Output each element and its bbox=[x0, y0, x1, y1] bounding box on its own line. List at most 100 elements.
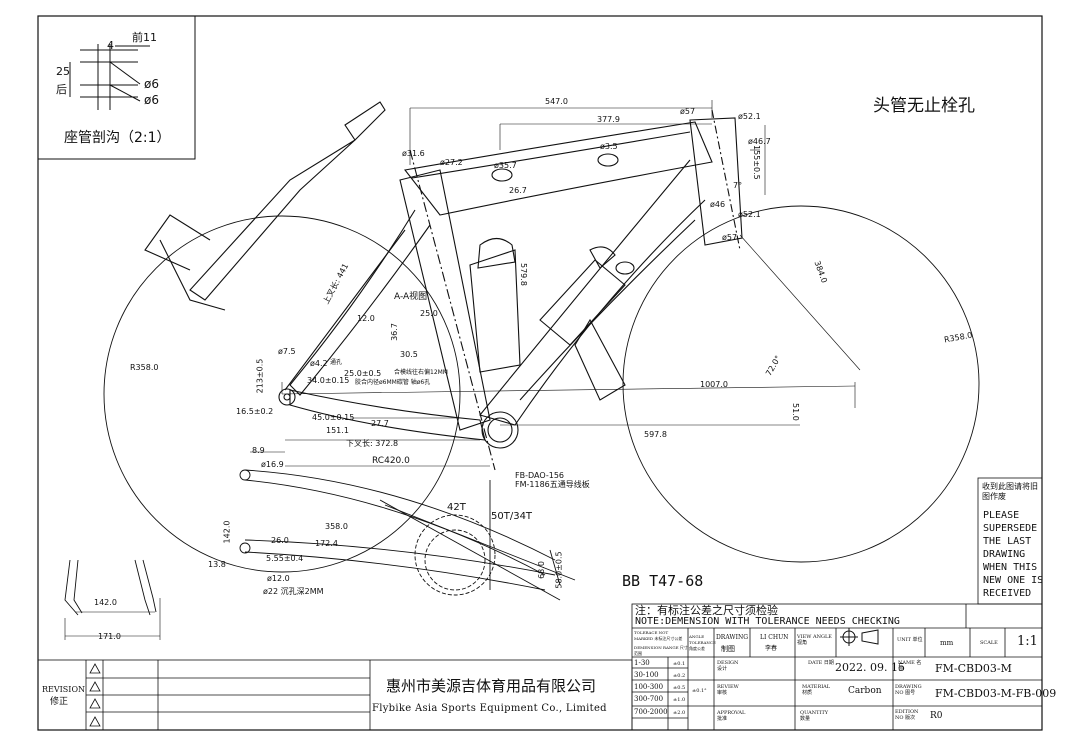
dim-213: 213±0.5 bbox=[255, 358, 265, 394]
range-3: 100-300 bbox=[634, 683, 664, 691]
tol-5: ±2.0 bbox=[673, 710, 686, 716]
tol-2: ±0.2 bbox=[673, 673, 686, 679]
dim-head-d1: ø57 bbox=[680, 107, 696, 116]
dim-165: 16.5±0.2 bbox=[236, 407, 274, 416]
label-fb-dao: FB-DAO-156 bbox=[515, 471, 565, 480]
edition-value: R0 bbox=[930, 711, 943, 721]
dim-1724: 172.4 bbox=[315, 539, 338, 548]
dropout-detail bbox=[64, 559, 157, 616]
note-cn: 注：有标注公差之尺寸须检验 bbox=[635, 604, 778, 617]
view-angle-label: VIEW ANGLE 视角 bbox=[797, 634, 832, 646]
lower-chainstay-view bbox=[239, 469, 576, 601]
angle-tol-value: ±0.1° bbox=[692, 688, 707, 694]
dim-ss-d2-note: 通孔 bbox=[330, 359, 343, 366]
dim-bb-d2: 58.0±0.5 bbox=[554, 551, 564, 589]
title-block-grid bbox=[37, 477, 1043, 731]
dim-bb-drop: 51.0 bbox=[791, 403, 800, 421]
header-note: 头管无止栓孔 bbox=[873, 96, 975, 116]
inset-label-d6a: ø6 bbox=[144, 77, 159, 91]
rear-wheel bbox=[103, 215, 461, 573]
dimension-lines bbox=[64, 100, 861, 640]
dim-151: 151.1 bbox=[326, 426, 349, 435]
projection-symbol bbox=[840, 628, 879, 646]
dim-range-label: DEMENSION RANGE 尺寸范围 bbox=[634, 645, 688, 656]
label-bb-standard: BB T47-68 bbox=[622, 572, 704, 590]
label-42t: 42T bbox=[447, 502, 466, 513]
note-en: NOTE:DEMENSION WITH TOLERANCE NEEDS CHEC… bbox=[635, 616, 900, 627]
dim-head-d2: ø52.1 bbox=[738, 112, 761, 121]
frame-outline bbox=[144, 101, 743, 471]
dim-reach: 377.9 bbox=[597, 115, 620, 124]
aa-view-title: A-A视图 bbox=[394, 292, 428, 302]
name-label: NAME 名称 bbox=[898, 660, 922, 672]
dim-bolt: ø3.5 bbox=[600, 142, 618, 151]
review-label: REVIEW 审核 bbox=[717, 684, 739, 696]
dim-aa-2: 36.7 bbox=[389, 323, 399, 341]
dim-seat-d: ø31.6 bbox=[402, 149, 425, 158]
unit-value: mm bbox=[940, 639, 954, 647]
revision-triangles bbox=[89, 663, 101, 727]
tol-3: ±0.5 bbox=[673, 685, 686, 691]
drawing-label: DRAWING bbox=[716, 634, 748, 641]
supersede-line-4: DRAWING bbox=[983, 549, 1026, 560]
unit-label: UNIT 单位 bbox=[897, 637, 923, 643]
material-label: MATERIAL 材质 bbox=[802, 684, 831, 696]
approval-label: APPROVAL 批准 bbox=[717, 710, 746, 722]
dim-26: 26.0 bbox=[271, 536, 289, 545]
dim-aa-5: 25.0±0.5 bbox=[344, 369, 382, 378]
inset-label-4: 4 bbox=[107, 39, 114, 52]
note-glue-tube: 胶合内径ø6MM碳管 轴ø6孔 bbox=[355, 379, 431, 386]
dim-169: ø16.9 bbox=[261, 460, 284, 469]
supersede-line-1: PLEASE bbox=[983, 510, 1020, 521]
date-value: 2022. 09. 15 bbox=[835, 661, 905, 674]
range-2: 30-100 bbox=[634, 671, 659, 679]
range-4: 300-700 bbox=[634, 695, 664, 703]
dim-138: 13.8 bbox=[208, 560, 226, 569]
inset-label-front: 前11 bbox=[132, 31, 157, 44]
scale-value: 1:1 bbox=[1017, 634, 1038, 649]
angle-tol-label: ANGLE TOLERANCE 角度公差 bbox=[689, 634, 716, 651]
dim-34: 34.0±0.15 bbox=[307, 376, 350, 385]
dim-st-len: 579.8 bbox=[519, 263, 528, 286]
dim-277: 27.7 bbox=[371, 419, 389, 428]
dim-seat-stay-d: ø7.5 bbox=[278, 347, 296, 356]
dim-22: ø22 沉孔深2MM bbox=[263, 587, 324, 596]
dim-bottom-1: 142.0 bbox=[94, 598, 117, 607]
tol-4: ±1.0 bbox=[673, 697, 686, 703]
inset-label-d6b: ø6 bbox=[144, 93, 159, 107]
dim-tt-d2: 26.7 bbox=[509, 186, 527, 195]
dim-head-len: 155±0.5 bbox=[752, 145, 761, 180]
dim-head-d4: ø46 bbox=[710, 200, 726, 209]
revision-label: REVISION bbox=[42, 685, 85, 694]
quantity-label: QUANTITY 数量 bbox=[800, 710, 829, 722]
scale-label: SCALE bbox=[980, 640, 998, 646]
dim-aa-3: 25.0 bbox=[420, 309, 438, 318]
range-1: 1-30 bbox=[634, 659, 650, 667]
supersede-line-7: RECEIVED bbox=[983, 588, 1032, 599]
dim-bb-d1: 68.0 bbox=[536, 561, 546, 579]
inset-label-25: 25 bbox=[56, 65, 70, 78]
supersede-line-3: THE LAST bbox=[983, 536, 1032, 547]
edition-label: EDITION NO 版次 bbox=[895, 709, 919, 721]
dim-358: 358.0 bbox=[325, 522, 348, 531]
drawing-no-value: FM-CBD03-M-FB-009 bbox=[935, 687, 1057, 700]
label-fb-guide: FM-1186五通导线板 bbox=[515, 480, 590, 489]
dim-wheelbase: 1007.0 bbox=[700, 380, 728, 389]
supersede-cn: 收到此图请将旧图作废 bbox=[982, 482, 1038, 501]
dim-rc: RC420.0 bbox=[372, 456, 410, 466]
dim-head-ang: 7° bbox=[733, 181, 743, 190]
dim-wheel-r1: R358.0 bbox=[130, 363, 159, 372]
dim-555: 5.55±0.4 bbox=[266, 554, 304, 563]
dim-1425: 142.0 bbox=[222, 520, 232, 544]
dim-head-d6: ø57 bbox=[722, 233, 738, 242]
dim-bottom-2: 171.0 bbox=[98, 632, 121, 641]
tol-1: ±0.1 bbox=[673, 661, 686, 667]
inset-label-rear: 后 bbox=[56, 83, 67, 96]
revision-cn: 修正 bbox=[50, 697, 69, 707]
dim-aa-4: 30.5 bbox=[400, 350, 418, 359]
supersede-line-2: SUPERSEDE bbox=[983, 523, 1038, 534]
inset-title: 座管剖沟（2:1） bbox=[64, 130, 171, 146]
material-value: Carbon bbox=[848, 686, 882, 696]
